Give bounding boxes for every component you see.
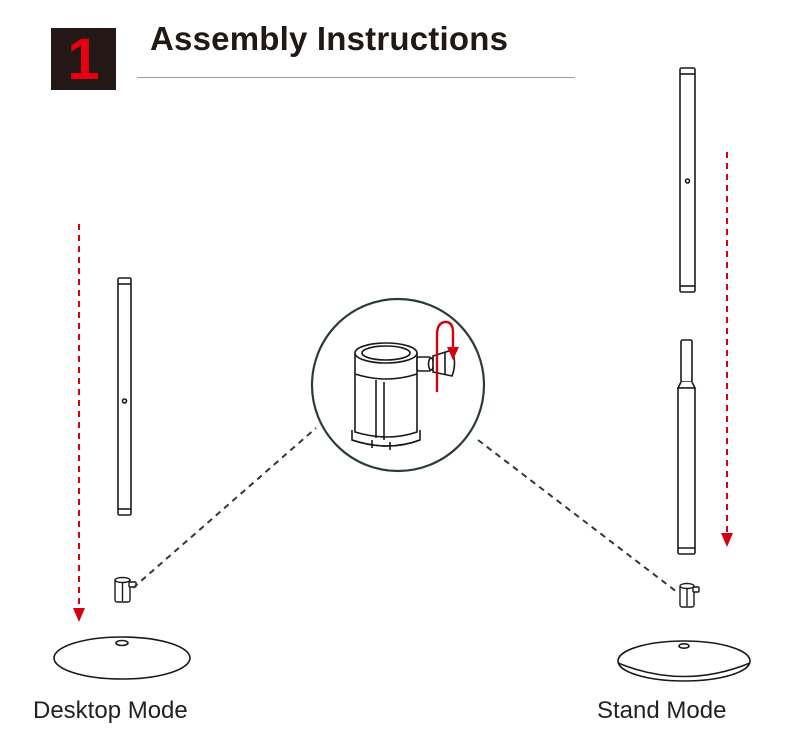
stand-mode-caption: Stand Mode <box>597 697 727 724</box>
stand-leader-line <box>477 439 678 593</box>
stand-lower-pole <box>676 339 697 555</box>
desktop-base-plate <box>53 636 191 680</box>
desktop-insert-arrow-icon <box>73 224 85 622</box>
stand-mode-assembly <box>477 67 751 682</box>
stand-insert-arrow-icon <box>721 152 733 547</box>
stand-base-plate <box>617 640 751 682</box>
desktop-pole <box>117 277 132 516</box>
curved-rotate-arrow-icon <box>435 320 459 392</box>
page-title: Assembly Instructions <box>150 20 509 57</box>
clamp-detail-view <box>310 297 486 473</box>
stand-clamp <box>679 582 700 608</box>
step-number: 1 <box>67 27 100 92</box>
stand-upper-pole <box>679 67 696 293</box>
desktop-mode-caption: Desktop Mode <box>33 697 188 724</box>
desktop-mode-assembly <box>53 224 317 680</box>
desktop-clamp <box>114 576 137 603</box>
desktop-leader-line <box>132 427 317 589</box>
clamp-detail-body <box>351 342 456 450</box>
step-number-badge: 1 <box>51 28 116 90</box>
title-underline <box>137 77 575 78</box>
